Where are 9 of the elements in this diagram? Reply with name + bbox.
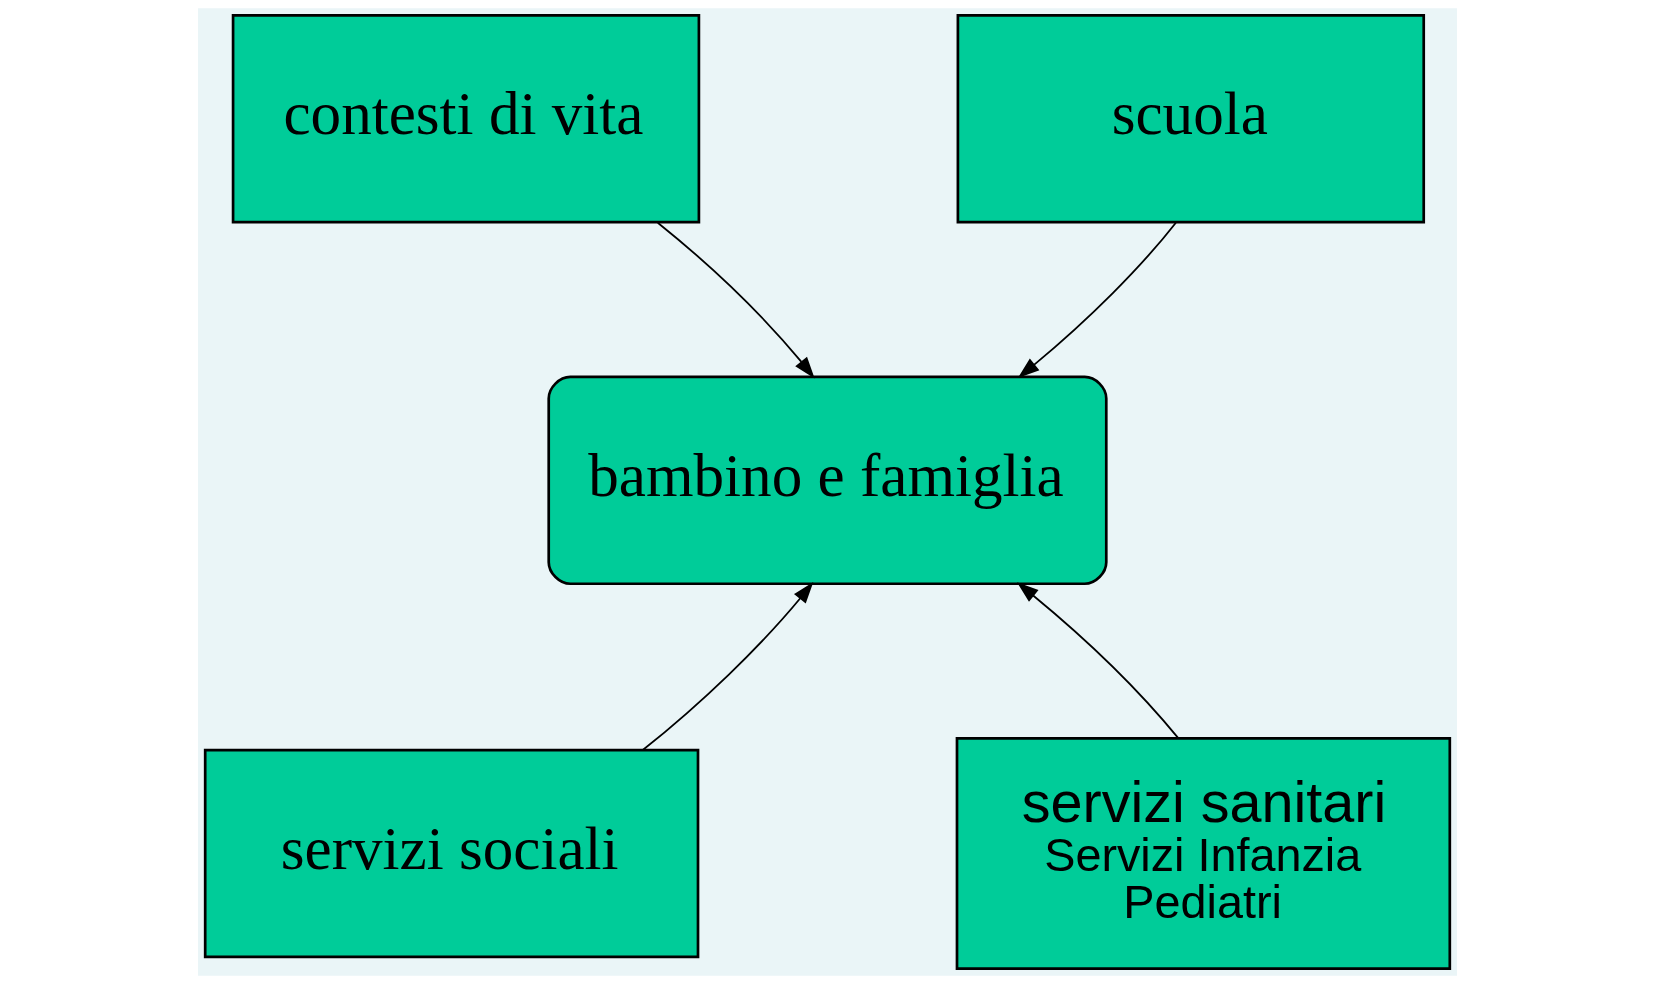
node-box: servizi sanitari Servizi Infanzia Pediatri xyxy=(955,737,1452,970)
arrow xyxy=(1017,221,1177,379)
node-box: contesti di vita xyxy=(231,14,701,224)
arrow xyxy=(1016,582,1180,740)
node-box: bambino e famiglia xyxy=(547,375,1108,586)
arrow xyxy=(641,581,814,751)
arrow xyxy=(656,221,815,379)
node-box: scuola xyxy=(956,14,1426,224)
node-box: servizi sociali xyxy=(203,748,700,959)
